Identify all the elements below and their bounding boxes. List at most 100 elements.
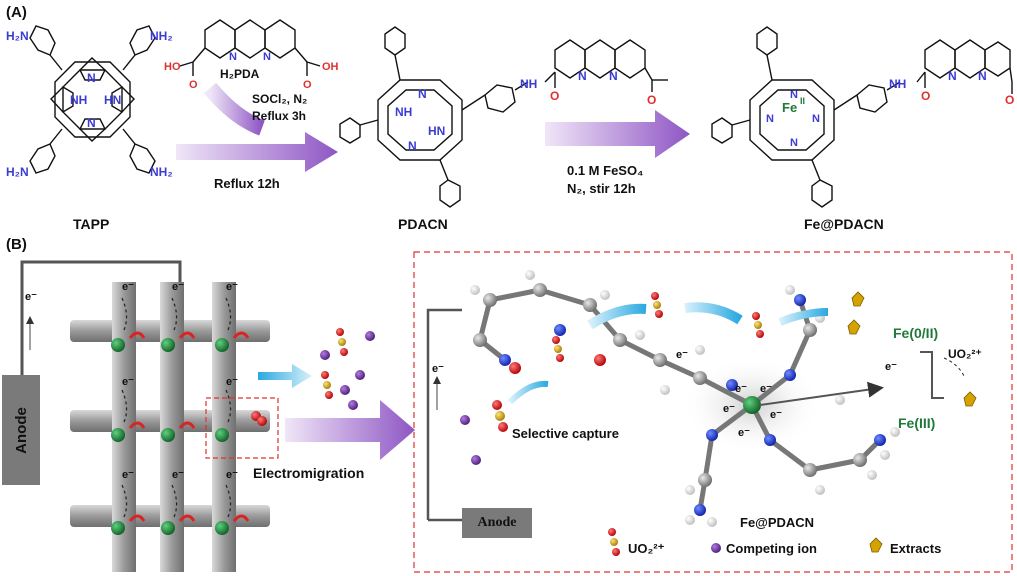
h2pda-o-left: O [189,79,198,91]
fepdacn-o-left: O [921,89,930,103]
tapp-n-bottom: N [87,116,96,130]
inset-wire-electron: e⁻ [432,363,444,375]
mesh-electron-1: e⁻ [122,281,134,293]
fepdacn-n-phen-right: N [978,69,987,83]
mesh-electron-6: e⁻ [122,469,134,481]
electromigration-label: Electromigration [253,465,364,481]
pdacn-n-phen-right: N [609,69,618,83]
tapp-caption: TAPP [73,216,110,232]
redox-uo2-label: UO₂²⁺ [948,347,982,361]
pdacn-labels: NH HN N N NH O O N N [395,69,656,153]
step1-condition-2: Reflux 3h [252,109,306,123]
fepdacn-labels: Fe II N N N N NH O O N N [766,69,1014,149]
pdacn-o-left: O [550,89,559,103]
electron-4: e⁻ [770,409,782,421]
pdacn-n-bottom: N [408,139,417,153]
pdacn-n-top: N [418,87,427,101]
h2pda-o-right: O [303,79,312,91]
inset-complex-name: Fe@PDACN [740,515,814,530]
h2pda-oh-right: OH [322,61,339,73]
fe-oxidation: II [800,96,805,106]
tapp-labels: H₂N NH₂ H₂N NH₂ NH HN N N [6,29,173,179]
fe-n-right: N [812,113,820,125]
electron-1: e⁻ [735,383,747,395]
fe-center: Fe [782,100,797,115]
complex-electrons: e⁻ e⁻ e⁻ e⁻ e⁻ e⁻ [676,349,782,439]
pdacn-n-phen-left: N [578,69,587,83]
tapp-amine-tr: NH₂ [150,29,173,43]
selective-capture-label: Selective capture [512,426,619,441]
mesh-electron-3: e⁻ [226,281,238,293]
fe-couple-bottom: Fe(III) [898,415,935,431]
fepdacn-o-right: O [1005,93,1014,107]
fe-couple-top: Fe(0/II) [893,325,938,341]
mesh-electron-5: e⁻ [226,376,238,388]
tapp-amine-br: NH₂ [150,165,173,179]
redox-arrow [759,381,884,406]
redox-electron: e⁻ [885,361,897,373]
step2-condition-1: 0.1 M FeSO₄ [567,163,643,178]
tapp-amine-bl: H₂N [6,165,29,179]
panel-b-label: (B) [6,236,27,253]
electron-5: e⁻ [738,427,750,439]
h2pda-labels: HO OH O O N N [164,51,339,91]
tapp-hn: HN [104,93,121,107]
step1-condition-1: SOCl₂, N₂ [252,92,307,106]
fe-n-left: N [766,113,774,125]
legend-uo2: UO₂²⁺ [628,541,665,556]
left-anode-block [2,375,40,485]
h2pda-n-right: N [263,51,271,63]
pdacn-hn: HN [428,124,445,138]
left-anode-label: Anode [12,406,30,454]
electron-2: e⁻ [760,383,772,395]
inset-competing-ions [460,415,481,465]
inset-cyan-arrows [507,302,829,405]
inset-box [413,251,1013,573]
h2pda-name: H₂PDA [220,67,260,81]
fepdacn-n-phen-left: N [948,69,957,83]
panel-a-label: (A) [6,4,27,21]
electromigration-arrow [285,400,415,460]
step2-arrow [545,110,690,158]
fe-n-top: N [790,89,798,101]
step1-arrow [176,132,338,172]
inset-anode-block [462,508,532,538]
mesh-electron-paths [121,297,232,518]
pdacn-o-right: O [647,93,656,107]
tapp-nh: NH [70,93,87,107]
legend-extracts: Extracts [890,541,941,556]
mesh-electron-8: e⁻ [226,469,238,481]
redox-couple-line [920,351,944,399]
selected-node-box [205,397,279,459]
mesh-electron-7: e⁻ [172,469,184,481]
step2-condition-2: N₂, stir 12h [567,181,636,196]
mesh-fe-nodes [111,331,250,535]
solution-ions [320,328,375,410]
fepdacn-molecule [711,26,1013,208]
h2pda-oh-left: HO [164,61,181,73]
fepdacn-amide: NH [889,77,906,91]
tapp-molecule [29,25,156,174]
electron-6: e⁻ [676,349,688,361]
pdacn-amide: NH [520,77,537,91]
inset-extracts [847,291,977,407]
pdacn-nh: NH [395,105,412,119]
inset-circuit-wire [426,308,462,520]
inset-uranyl [492,292,764,432]
pdacn-caption: PDACN [398,216,448,232]
wire-electron: e⁻ [25,291,37,303]
fepdacn-caption: Fe@PDACN [804,216,884,232]
legend [608,528,883,556]
inset-complex [470,270,900,527]
mesh-electron-labels: e⁻ e⁻ e⁻ e⁻ e⁻ e⁻ e⁻ e⁻ e⁻ e⁻ [25,281,444,481]
electron-3: e⁻ [723,403,735,415]
pdacn-molecule [339,26,668,208]
tapp-amine-tl: H₂N [6,29,29,43]
h2pda-n-left: N [229,51,237,63]
reagent-arrow [203,82,266,136]
legend-competing: Competing ion [726,541,817,556]
migration-arrow-to-mesh [258,364,312,388]
h2pda-molecule [179,19,321,76]
mesh-electron-4: e⁻ [122,376,134,388]
